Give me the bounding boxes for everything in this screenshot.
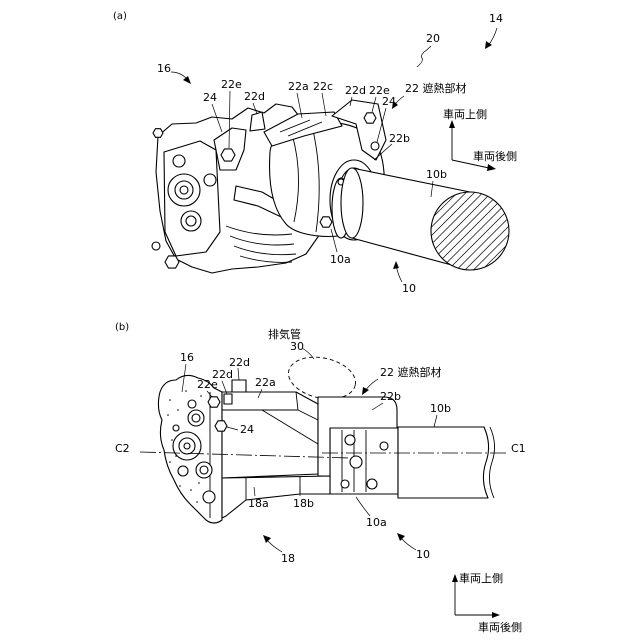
bracket-22d-left [250, 112, 265, 131]
label-20: 20 [426, 32, 440, 45]
bolt-24-icon [215, 421, 227, 431]
nut-22e-left-icon [221, 149, 235, 161]
stipple-dot [171, 439, 173, 441]
label-10: 10 [402, 282, 416, 295]
direction-rear-label: 車両後側 [478, 620, 522, 634]
label-10b: 10b [430, 402, 451, 415]
label-10a: 10a [330, 253, 351, 266]
shaft-body [398, 427, 489, 498]
stipple-dot [167, 414, 169, 416]
boss-lower-inner [200, 466, 208, 474]
stipple-dot [190, 489, 192, 491]
stipple-dot [196, 501, 198, 503]
label-22-heat-shield: 22 遮熱部材 [380, 365, 442, 379]
bolt-top-left-icon [153, 129, 163, 138]
stipple-dot [179, 485, 181, 487]
stipple-dot [169, 399, 171, 401]
boss-top [188, 400, 196, 408]
boss-side [204, 174, 216, 186]
bolt-24-right-icon [371, 142, 379, 150]
stipple-dot [185, 390, 187, 392]
label-10b: 10b [426, 168, 447, 181]
label-24: 24 [240, 423, 254, 436]
label-10a: 10a [366, 516, 387, 529]
boss-large-hole [180, 186, 188, 194]
joint-bolt-icon [380, 442, 388, 450]
direction-up-label: 車両上側 [459, 571, 503, 585]
label-16: 16 [157, 62, 171, 75]
label-c1: C1 [511, 442, 526, 455]
label-16: 16 [180, 351, 194, 364]
label-exhaust-pipe: 排気管 [268, 327, 301, 341]
label-22d-right: 22d [345, 84, 366, 97]
label-24-left: 24 [203, 91, 217, 104]
joint-10a-side [330, 428, 398, 494]
nut-22e-right-icon [364, 113, 376, 123]
boss-small [178, 466, 188, 476]
label-14: 14 [489, 12, 503, 25]
label-18b: 18b [293, 497, 314, 510]
shaft-start-end [341, 168, 363, 238]
direction-up-label: 車両上側 [443, 107, 487, 121]
joint-bolt-icon [350, 456, 362, 468]
joint-bolt-icon [341, 480, 349, 488]
label-22c: 22c [313, 80, 333, 93]
label-22a: 22a [288, 80, 309, 93]
joint-body [330, 428, 398, 494]
stipple-dot [198, 482, 200, 484]
label-c2: C2 [115, 442, 130, 455]
label-30: 30 [290, 340, 304, 353]
label-10: 10 [416, 548, 430, 561]
label-22e-left: 22e [221, 78, 242, 91]
stipple-dot [169, 461, 171, 463]
bracket-22d-lower [224, 394, 232, 404]
boss-upper-inner [192, 414, 200, 422]
stipple-dot [177, 409, 179, 411]
bolt-bottom-left-icon [165, 256, 179, 268]
label-18a: 18a [248, 497, 269, 510]
stipple-dot [200, 395, 202, 397]
label-24-right: 24 [382, 95, 396, 108]
label-22e: 22e [197, 378, 218, 391]
label-22d-left: 22d [244, 90, 265, 103]
label-22a: 22a [255, 376, 276, 389]
boss-large-hole [184, 443, 190, 449]
label-22b: 22b [389, 132, 410, 145]
boss-upper [173, 155, 185, 167]
boss-left [173, 425, 179, 431]
boss-lower-inner [186, 216, 196, 226]
label-22b: 22b [380, 390, 401, 403]
figure-b-panel-label: (b) [115, 322, 129, 333]
label-18: 18 [281, 552, 295, 565]
direction-rear-label: 車両後側 [473, 149, 517, 163]
joint-bolt-icon [345, 435, 355, 445]
joint-bolt-icon [367, 479, 377, 489]
label-22-heat-shield: 22 遮熱部材 [405, 81, 467, 95]
bolt-left-icon [152, 242, 160, 250]
bracket-22d-upper [232, 380, 246, 392]
stipple-dot [175, 455, 177, 457]
figure-a-panel-label: (a) [113, 11, 127, 22]
boss-bottom [203, 491, 215, 503]
nut-22e-icon [208, 397, 220, 407]
shaft-10b-side [398, 427, 495, 498]
joint-bolt-icon [320, 217, 332, 227]
